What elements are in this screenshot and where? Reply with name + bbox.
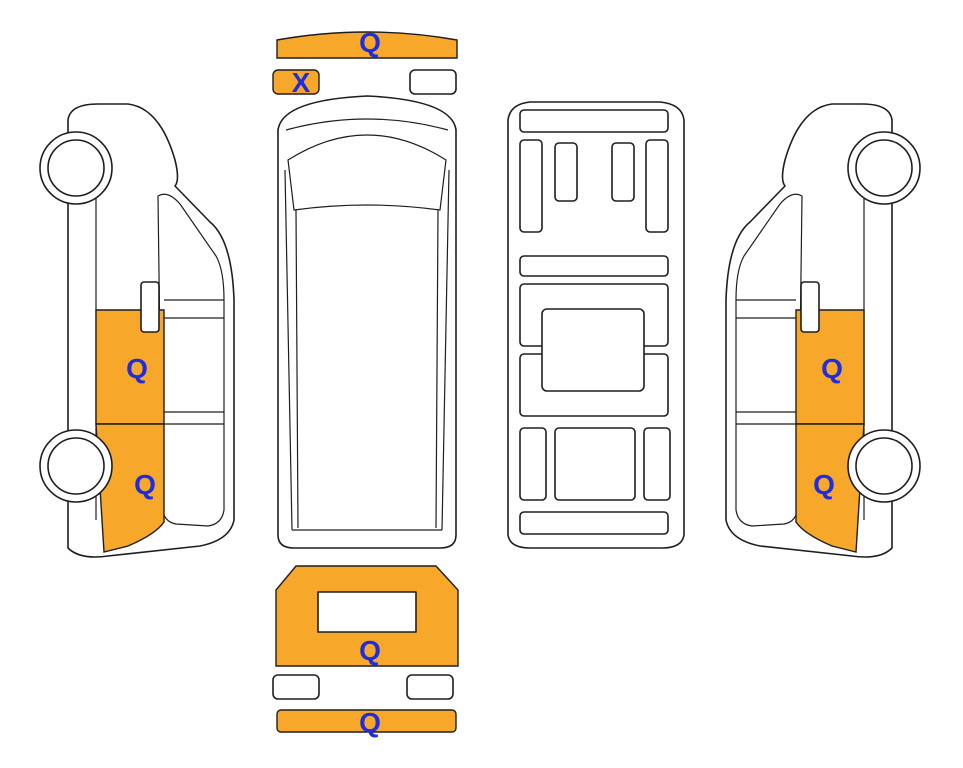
right-mirror[interactable] (409, 69, 457, 95)
right-side-view[interactable] (725, 103, 921, 558)
left-side-view[interactable] (39, 103, 235, 558)
right-side-lower-mark: Q (813, 469, 835, 500)
right-side-upper-mark: Q (821, 353, 843, 384)
left-side-lower-mark: Q (134, 469, 156, 500)
front-bumper-panel[interactable] (276, 31, 458, 59)
roof-top-view[interactable] (277, 95, 457, 549)
rear-left-light[interactable] (272, 674, 320, 700)
rear-bumper-mark: Q (359, 707, 381, 738)
left-mirror-mark: X (292, 67, 311, 98)
rear-right-light[interactable] (406, 674, 454, 700)
floor-top-view[interactable] (507, 101, 685, 549)
rear-door-mark: Q (359, 635, 381, 666)
front-bumper-mark: Q (359, 27, 381, 58)
left-side-upper-mark: Q (126, 353, 148, 384)
rear-door-panel[interactable] (275, 565, 459, 667)
rear-bumper-panel[interactable] (276, 709, 457, 733)
left-mirror[interactable] (272, 69, 320, 95)
